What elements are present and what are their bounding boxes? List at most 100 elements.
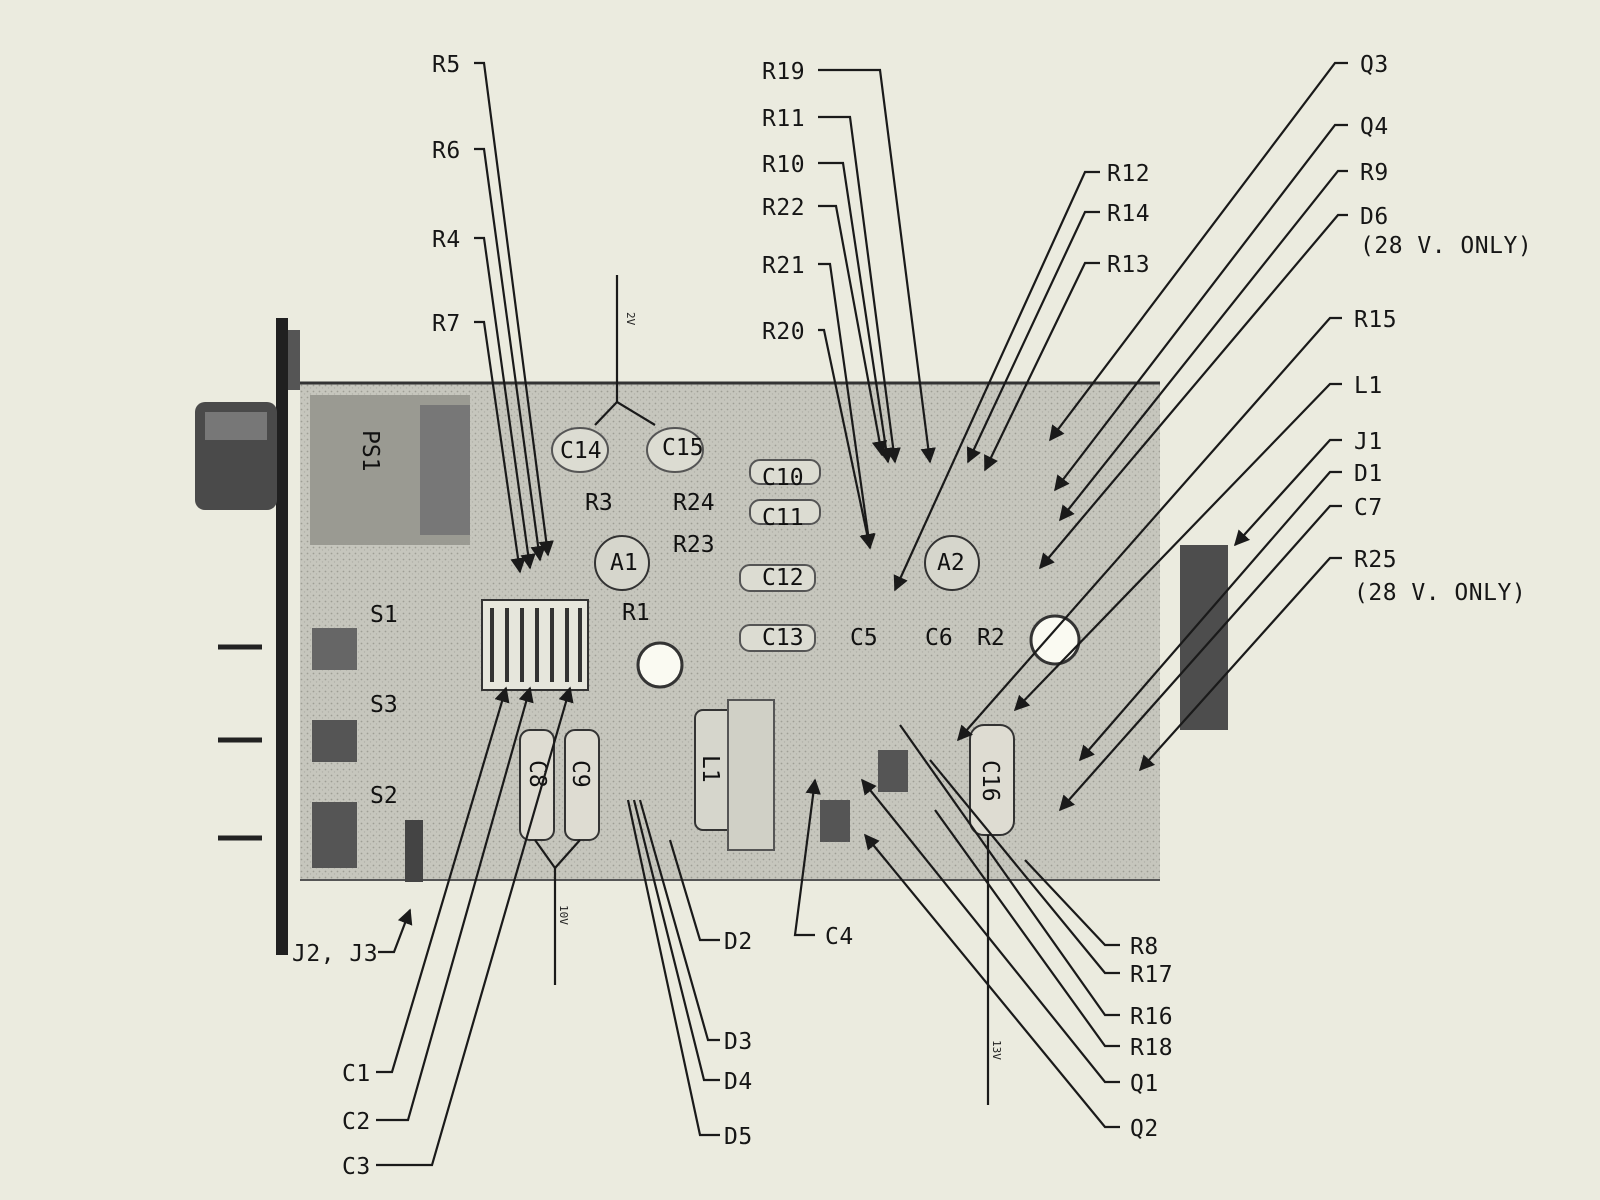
cap-c8 <box>519 729 555 841</box>
leader-r9 <box>1059 169 1348 522</box>
leader-j2-j3 <box>378 908 413 954</box>
callout-r8: R8 <box>1130 934 1159 960</box>
callout-d2: D2 <box>724 929 753 955</box>
callout-r25-note: (28 V. ONLY) <box>1354 580 1526 606</box>
leader-q1 <box>861 778 1120 1084</box>
transistor-q1 <box>878 750 908 792</box>
switch-s2[interactable] <box>312 802 357 868</box>
tp-2v-branch-left <box>594 401 618 426</box>
label-a2: A2 <box>937 550 965 576</box>
ic-a1 <box>594 535 650 591</box>
cap-c14 <box>551 427 609 473</box>
callout-r11: R11 <box>762 106 805 132</box>
callout-r5: R5 <box>432 52 461 78</box>
label-c13: C13 <box>762 625 804 651</box>
switch-s3[interactable] <box>312 720 357 762</box>
callout-r21: R21 <box>762 253 805 279</box>
leader-r13 <box>984 261 1100 472</box>
leader-d6 <box>1039 213 1348 570</box>
label-r24: R24 <box>673 490 715 516</box>
component-block <box>727 699 775 851</box>
pot-r2[interactable] <box>1029 614 1081 666</box>
label-r3: R3 <box>585 490 613 516</box>
leader-r6 <box>474 147 546 562</box>
leader-q4 <box>1054 123 1348 492</box>
pot-r1[interactable] <box>636 641 684 689</box>
j2-j3-connector <box>405 820 423 882</box>
leader-r20 <box>818 328 875 550</box>
callout-c3: C3 <box>342 1154 371 1180</box>
label-l1-board: L1 <box>697 755 723 783</box>
callout-d3: D3 <box>724 1029 753 1055</box>
leader-r19 <box>818 68 936 464</box>
tp-10v-branch-right <box>554 839 581 869</box>
callout-r25: R25 <box>1354 547 1397 573</box>
label-c6: C6 <box>925 625 953 651</box>
panel-bracket <box>288 330 300 390</box>
leader-r21 <box>818 262 876 550</box>
leader-j1 <box>1233 438 1342 547</box>
label-c14: C14 <box>560 438 602 464</box>
label-c5: C5 <box>850 625 878 651</box>
label-s2: S2 <box>370 783 398 809</box>
leader-d2 <box>668 839 720 942</box>
callout-r18: R18 <box>1130 1035 1173 1061</box>
leader-r10 <box>818 161 894 464</box>
label-s1: S1 <box>370 602 398 628</box>
leader-r7 <box>474 320 526 574</box>
label-c9: C9 <box>567 760 593 788</box>
callout-r17: R17 <box>1130 962 1173 988</box>
front-panel <box>276 318 288 955</box>
leader-r18 <box>934 809 1120 1048</box>
switch-s1[interactable] <box>312 628 357 670</box>
leader-l1 <box>1013 382 1342 712</box>
transistor-q2 <box>820 800 850 842</box>
cap-c10 <box>749 459 821 485</box>
callout-q4: Q4 <box>1360 114 1389 140</box>
leader-r16 <box>899 724 1120 1017</box>
callout-c4: C4 <box>825 924 854 950</box>
leader-r12 <box>893 170 1100 592</box>
callout-d5: D5 <box>724 1124 753 1150</box>
knob-highlight <box>205 412 267 440</box>
leader-r8 <box>1024 859 1120 947</box>
callout-j2-j3: J2, J3 <box>292 941 378 967</box>
board-photo <box>195 318 1228 955</box>
callout-r4: R4 <box>432 227 461 253</box>
leader-r14 <box>966 210 1100 464</box>
ps1-terminal <box>420 405 470 535</box>
leader-c3 <box>376 686 574 1167</box>
cap-c13 <box>739 624 816 652</box>
callout-c2: C2 <box>342 1109 371 1135</box>
leader-q3 <box>1049 61 1348 442</box>
leader-c7 <box>1058 504 1342 812</box>
leader-c1 <box>376 686 510 1074</box>
callout-r10: R10 <box>762 152 805 178</box>
tp-10v-branch-left <box>534 839 556 869</box>
label-r23: R23 <box>673 532 715 558</box>
callout-q1: Q1 <box>1130 1071 1159 1097</box>
leader-r15 <box>956 316 1342 742</box>
callout-d1: D1 <box>1354 461 1383 487</box>
callout-r9: R9 <box>1360 160 1389 186</box>
test-points: 2V 10V 13V <box>534 275 1003 1105</box>
ic-a2 <box>924 535 980 591</box>
label-ps1: PS1 <box>357 430 383 472</box>
tp-2v-label: 2V <box>624 312 637 326</box>
callout-c7: C7 <box>1354 495 1383 521</box>
label-a1: A1 <box>610 550 638 576</box>
leader-c4 <box>793 778 821 937</box>
cap-c11 <box>749 499 821 525</box>
callout-r14: R14 <box>1107 201 1150 227</box>
label-r2: R2 <box>977 625 1005 651</box>
leader-r17 <box>929 759 1120 975</box>
tp-13v-label: 13V <box>990 1040 1003 1060</box>
label-c12: C12 <box>762 565 804 591</box>
callout-r16: R16 <box>1130 1004 1173 1030</box>
callout-labels: R5 R6 R4 R7 R19 R11 R10 R22 R21 R20 R12 … <box>292 52 1532 1180</box>
callout-q2: Q2 <box>1130 1116 1159 1142</box>
callout-r7: R7 <box>432 311 461 337</box>
label-r1: R1 <box>622 600 650 626</box>
leader-d1 <box>1078 470 1342 762</box>
